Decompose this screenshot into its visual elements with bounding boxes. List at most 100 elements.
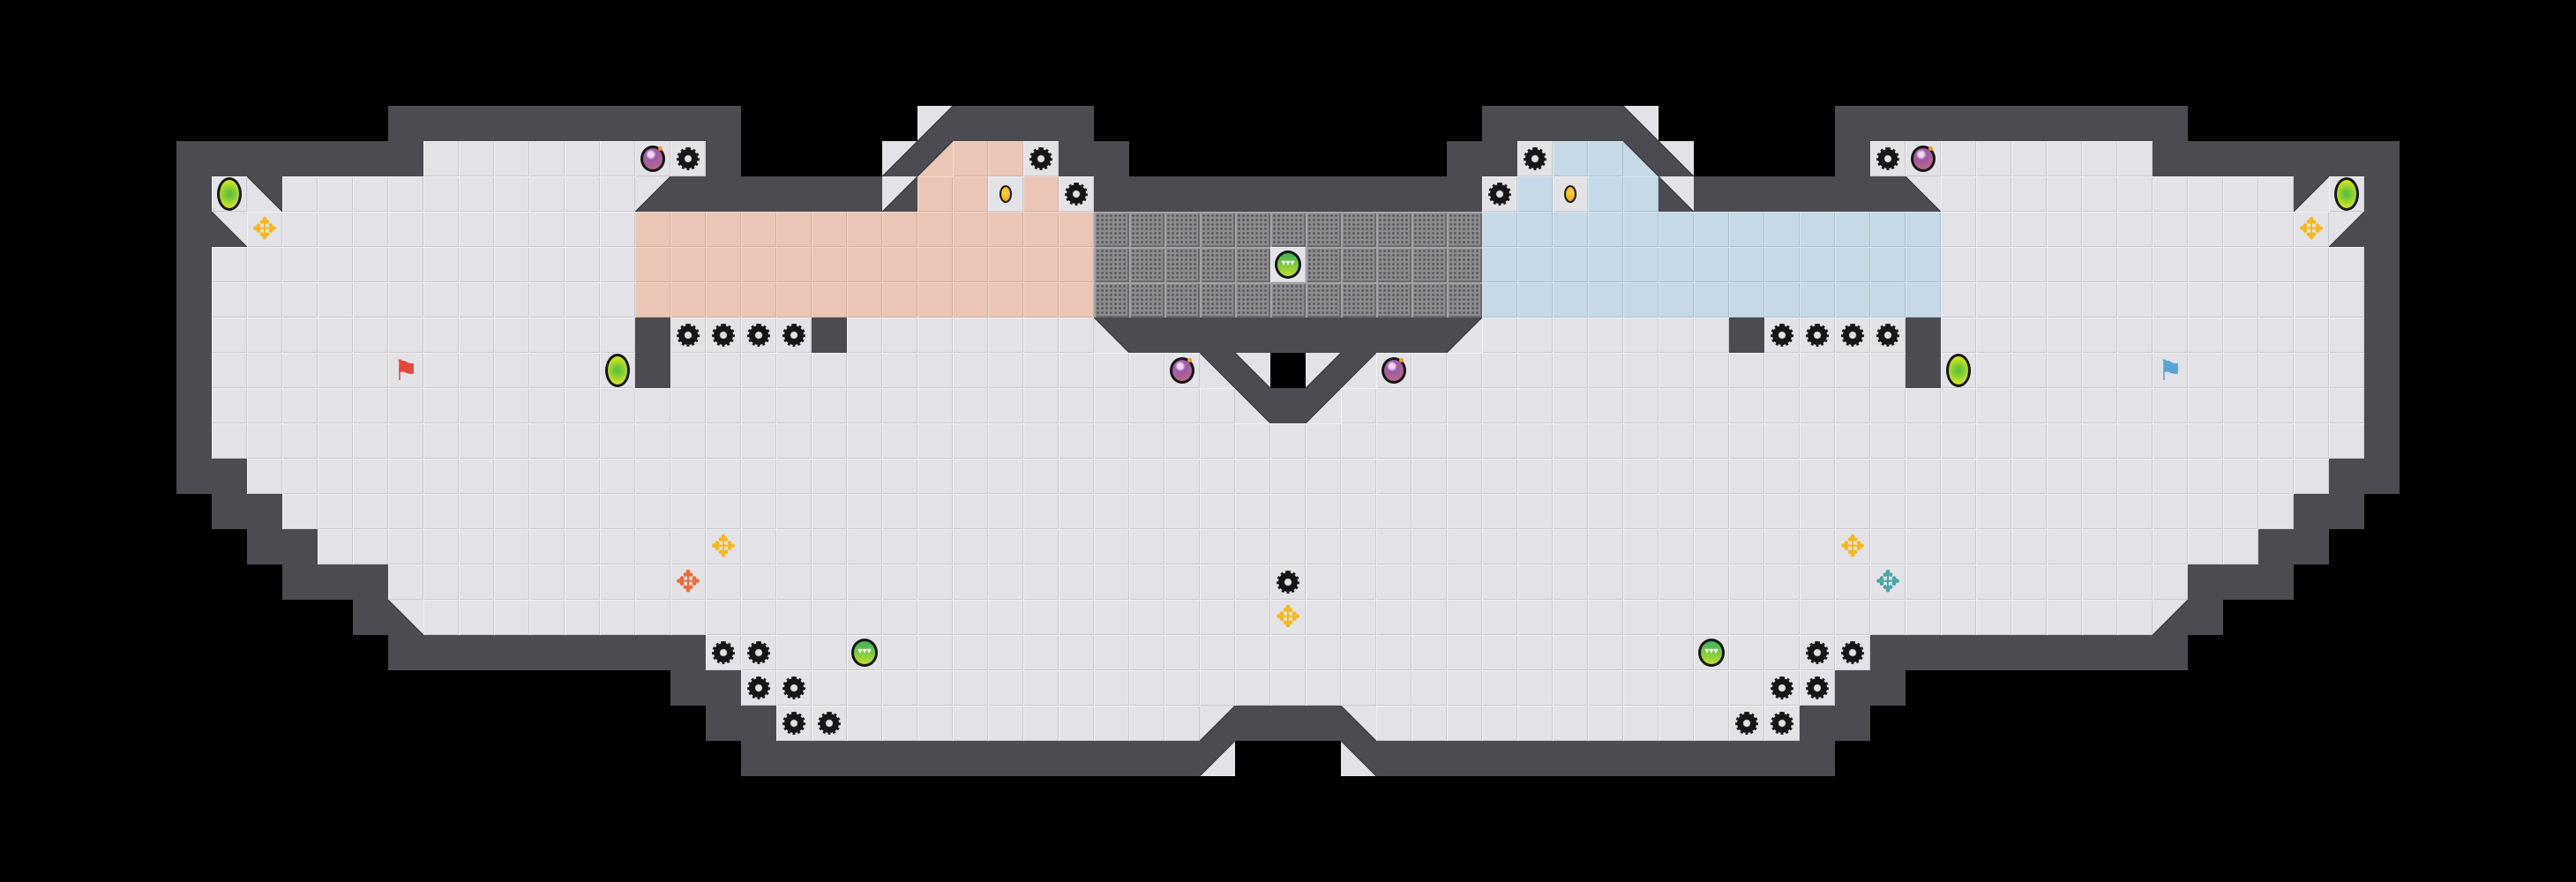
- floor-tile: [1623, 529, 1659, 564]
- wall-tile: [2364, 282, 2400, 318]
- floor-tile: [2258, 459, 2294, 494]
- wall-tile: [388, 635, 423, 670]
- wall-tile: [282, 529, 318, 564]
- diagonal-wall-tile: [1306, 388, 1341, 423]
- floor-tile: [1235, 670, 1270, 706]
- blue-team-tile: [1553, 212, 1588, 247]
- floor-tile: [1412, 706, 1447, 741]
- red-team-tile: [635, 212, 670, 247]
- floor-tile: [1588, 353, 1623, 388]
- floor-tile: [670, 600, 706, 635]
- floor-tile: [1200, 494, 1235, 529]
- floor-tile: [1023, 353, 1059, 388]
- wall-tile: [2011, 106, 2047, 141]
- wall-tile: [2329, 494, 2364, 529]
- floor-tile: [1094, 459, 1129, 494]
- floor-tile: [1059, 423, 1094, 459]
- floor-tile: [847, 564, 882, 600]
- wall-tile: [670, 635, 706, 670]
- blue-team-tile: [1729, 247, 1764, 282]
- floor-tile: [2117, 176, 2153, 212]
- floor-tile: [1306, 564, 1341, 600]
- floor-tile: [1200, 459, 1235, 494]
- floor-tile: [2258, 423, 2294, 459]
- spike-icon: [1771, 676, 1793, 699]
- wall-tile: [247, 494, 282, 529]
- gate-tile: [1447, 212, 1482, 247]
- floor-tile: [2117, 600, 2153, 635]
- floor-tile: [529, 318, 565, 353]
- floor-tile: [2153, 318, 2188, 353]
- floor-tile: [1870, 353, 1906, 388]
- red-team-tile: [988, 247, 1023, 282]
- wall-tile: [2364, 318, 2400, 353]
- floor-tile: [1623, 353, 1659, 388]
- floor-tile: [1306, 600, 1341, 635]
- floor-tile: [1447, 459, 1482, 494]
- blue-team-tile: [1517, 176, 1553, 212]
- blue-team-tile: [1906, 212, 1941, 247]
- wall-tile: [1341, 318, 1376, 353]
- floor-tile: [988, 353, 1023, 388]
- floor-tile: [812, 353, 847, 388]
- floor-tile: [1306, 423, 1341, 459]
- floor-tile: [2188, 247, 2223, 282]
- floor-tile: [1517, 670, 1553, 706]
- floor-tile: [2117, 282, 2153, 318]
- diagonal-wall-tile: [388, 600, 423, 635]
- floor-tile: [423, 247, 459, 282]
- floor-tile: [882, 529, 917, 564]
- floor-tile: [1800, 635, 1835, 670]
- floor-tile: [847, 318, 882, 353]
- floor-tile: [1235, 564, 1270, 600]
- spike-icon: [1806, 641, 1829, 664]
- diagonal-wall-tile: [917, 141, 953, 176]
- floor-tile: [1517, 706, 1553, 741]
- floor-tile: [812, 529, 847, 564]
- wall-tile: [988, 106, 1023, 141]
- floor-tile: [670, 353, 706, 388]
- wall-tile: [2329, 459, 2364, 494]
- floor-tile: [282, 388, 318, 423]
- floor-tile: [318, 494, 353, 529]
- red-team-tile: [847, 282, 882, 318]
- floor-tile: [423, 600, 459, 635]
- floor-tile: [1659, 670, 1694, 706]
- spike-icon: [1735, 712, 1758, 735]
- floor-tile: [600, 318, 635, 353]
- blue-team-tile: [1482, 212, 1517, 247]
- floor-tile: [1164, 423, 1200, 459]
- floor-tile: [1694, 529, 1729, 564]
- floor-tile: [706, 635, 741, 670]
- floor-tile: [1870, 423, 1906, 459]
- floor-tile: [600, 600, 635, 635]
- floor-tile: [2223, 212, 2258, 247]
- floor-tile: [1553, 176, 1588, 212]
- floor-tile: [565, 353, 600, 388]
- floor-tile: [1694, 423, 1729, 459]
- red-team-tile: [1023, 176, 1059, 212]
- floor-tile: [1235, 459, 1270, 494]
- floor-tile: [2082, 176, 2117, 212]
- floor-tile: [1270, 670, 1306, 706]
- floor-tile: [1059, 564, 1094, 600]
- floor-tile: [353, 212, 388, 247]
- floor-tile: ▾▾▾: [847, 635, 882, 670]
- floor-tile: [1941, 212, 1976, 247]
- floor-tile: [423, 212, 459, 247]
- floor-tile: [882, 706, 917, 741]
- wall-tile: [1800, 176, 1835, 212]
- floor-tile: [1376, 706, 1412, 741]
- floor-tile: [847, 353, 882, 388]
- floor-tile: [1906, 423, 1941, 459]
- wall-tile: [2047, 106, 2082, 141]
- floor-tile: [1447, 494, 1482, 529]
- spike-icon: [677, 324, 700, 347]
- floor-tile: [212, 247, 247, 282]
- floor-tile: [776, 494, 812, 529]
- floor-tile: [1976, 318, 2011, 353]
- red-team-tile: [1023, 212, 1059, 247]
- wall-tile: [2364, 353, 2400, 388]
- blue-team-tile: [1729, 282, 1764, 318]
- floor-tile: [494, 141, 529, 176]
